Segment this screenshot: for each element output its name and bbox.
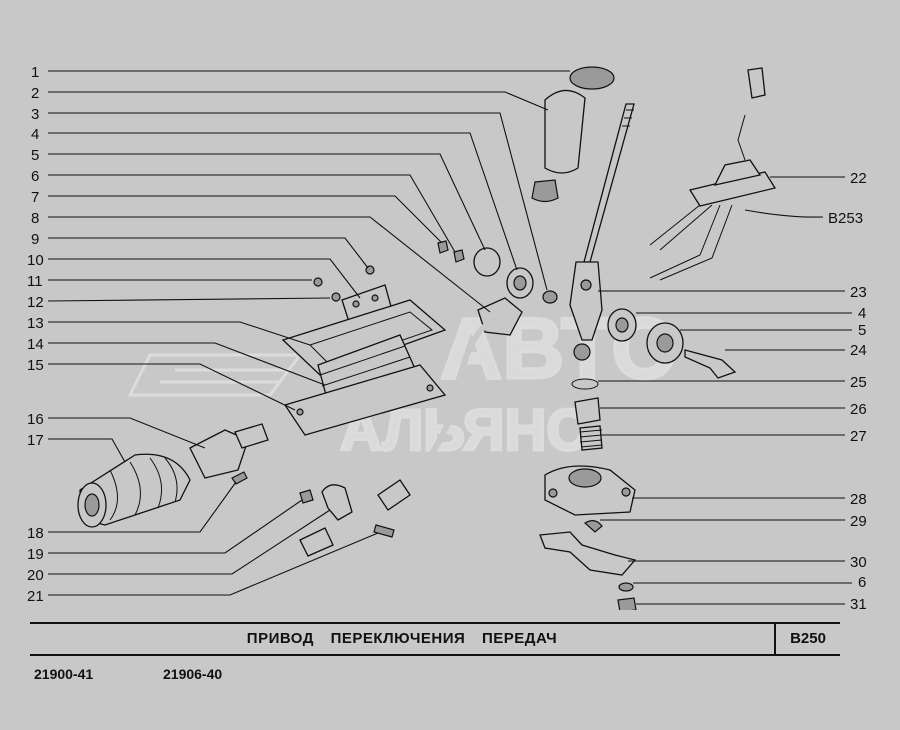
leader-10 bbox=[48, 258, 361, 299]
callout-4: 4 bbox=[31, 126, 39, 143]
callout-6: 6 bbox=[31, 168, 39, 185]
callout-18: 18 bbox=[27, 525, 44, 542]
callout-3: 3 bbox=[31, 106, 39, 123]
leader-13 bbox=[48, 321, 311, 346]
part-circlip-25 bbox=[571, 378, 599, 390]
part-knob-cap bbox=[569, 66, 615, 90]
part-bushing-26 bbox=[574, 397, 601, 425]
callout-10: 10 bbox=[27, 252, 44, 269]
part-cover-frame bbox=[281, 299, 447, 376]
part-sleeve bbox=[299, 527, 334, 557]
callout-13: 13 bbox=[27, 315, 44, 332]
leader-20 bbox=[48, 509, 331, 575]
callout-5r: 5 bbox=[858, 322, 866, 339]
callout-28: 28 bbox=[850, 491, 867, 508]
part-washer-5 bbox=[473, 247, 501, 277]
callout-4r: 4 bbox=[858, 305, 866, 322]
watermark-line-1: АВТО bbox=[440, 301, 678, 397]
part-nut-19 bbox=[299, 489, 314, 504]
callout-15: 15 bbox=[27, 357, 44, 374]
part-bolt-18 bbox=[231, 471, 248, 485]
part-base-plate bbox=[283, 364, 447, 436]
part-plate-30 bbox=[539, 531, 637, 576]
callout-9: 9 bbox=[31, 231, 39, 248]
part-knob bbox=[544, 89, 586, 174]
model-code-1: 21900-41 bbox=[34, 666, 94, 682]
leader-5 bbox=[48, 153, 486, 251]
leader-19 bbox=[48, 499, 303, 554]
callout-26: 26 bbox=[850, 401, 867, 418]
callout-8: 8 bbox=[31, 210, 39, 227]
right-callouts: 22 B253 23 4 5 24 25 26 27 28 29 30 6 31 bbox=[598, 170, 867, 610]
callout-23: 23 bbox=[850, 284, 867, 301]
callout-16: 16 bbox=[27, 411, 44, 428]
leader-14 bbox=[48, 342, 326, 386]
leader-8 bbox=[48, 216, 491, 313]
callout-29: 29 bbox=[850, 513, 867, 530]
leader-9 bbox=[48, 237, 369, 269]
leader-17 bbox=[48, 438, 126, 463]
part-plug-29 bbox=[583, 520, 603, 533]
callout-31: 31 bbox=[850, 596, 867, 610]
callout-19: 19 bbox=[27, 546, 44, 563]
title-block: ПРИВОД ПЕРЕКЛЮЧЕНИЯ ПЕРЕДАЧ B250 bbox=[30, 622, 840, 656]
callout-20: 20 bbox=[27, 567, 44, 584]
model-code-2: 21906-40 bbox=[163, 666, 223, 682]
callout-b253: B253 bbox=[828, 210, 863, 227]
callout-30: 30 bbox=[850, 554, 867, 571]
part-nut-7 bbox=[453, 249, 465, 263]
diagram-code: B250 bbox=[790, 630, 826, 647]
leader-b253 bbox=[744, 209, 824, 218]
part-nut-6 bbox=[437, 240, 449, 254]
leader-15 bbox=[48, 363, 296, 411]
left-assembly bbox=[77, 66, 635, 557]
callout-5: 5 bbox=[31, 147, 39, 164]
callout-12: 12 bbox=[27, 294, 44, 311]
right-assembly bbox=[539, 67, 777, 610]
leader-4 bbox=[48, 132, 518, 271]
exploded-parts-diagram: АВТО АЛЬЯНС bbox=[27, 64, 867, 610]
left-callouts: 1 2 3 4 5 6 7 8 9 10 11 12 13 14 15 16 1… bbox=[27, 64, 570, 605]
part-bolt-21 bbox=[373, 524, 395, 538]
leader-12 bbox=[47, 297, 331, 302]
part-housing-28 bbox=[544, 465, 636, 516]
part-knob-neck bbox=[531, 179, 559, 203]
callout-14: 14 bbox=[27, 336, 44, 353]
part-washer-3 bbox=[542, 290, 558, 304]
part-universal-joint bbox=[189, 429, 249, 479]
leader-16 bbox=[48, 417, 206, 449]
callout-17: 17 bbox=[27, 432, 44, 449]
leader-21 bbox=[48, 532, 379, 596]
part-clamp bbox=[321, 484, 353, 521]
callout-24: 24 bbox=[850, 342, 867, 359]
callout-21: 21 bbox=[27, 588, 44, 605]
callout-27: 27 bbox=[850, 428, 867, 445]
watermark: АВТО АЛЬЯНС bbox=[127, 300, 680, 465]
part-tube bbox=[377, 479, 411, 511]
callout-11: 11 bbox=[27, 273, 43, 290]
leader-2 bbox=[48, 91, 549, 111]
leader-6 bbox=[48, 174, 456, 253]
part-washer-6b bbox=[618, 582, 634, 592]
callout-2: 2 bbox=[31, 85, 39, 102]
callout-22: 22 bbox=[850, 170, 867, 187]
watermark-line-2: АЛЬЯНС bbox=[340, 398, 588, 463]
part-pin-24 bbox=[684, 349, 737, 379]
part-lever-body bbox=[569, 261, 603, 341]
leader-3 bbox=[48, 112, 548, 291]
part-nut-31 bbox=[617, 597, 637, 610]
diagram-title: ПРИВОД ПЕРЕКЛЮЧЕНИЯ ПЕРЕДАЧ bbox=[30, 624, 776, 654]
callout-7: 7 bbox=[31, 189, 39, 206]
leader-7 bbox=[48, 195, 442, 243]
part-shift-lever bbox=[583, 103, 635, 263]
callout-1: 1 bbox=[31, 64, 39, 81]
callout-25: 25 bbox=[850, 374, 867, 391]
leader-18 bbox=[48, 481, 237, 533]
callout-6r: 6 bbox=[858, 574, 866, 591]
